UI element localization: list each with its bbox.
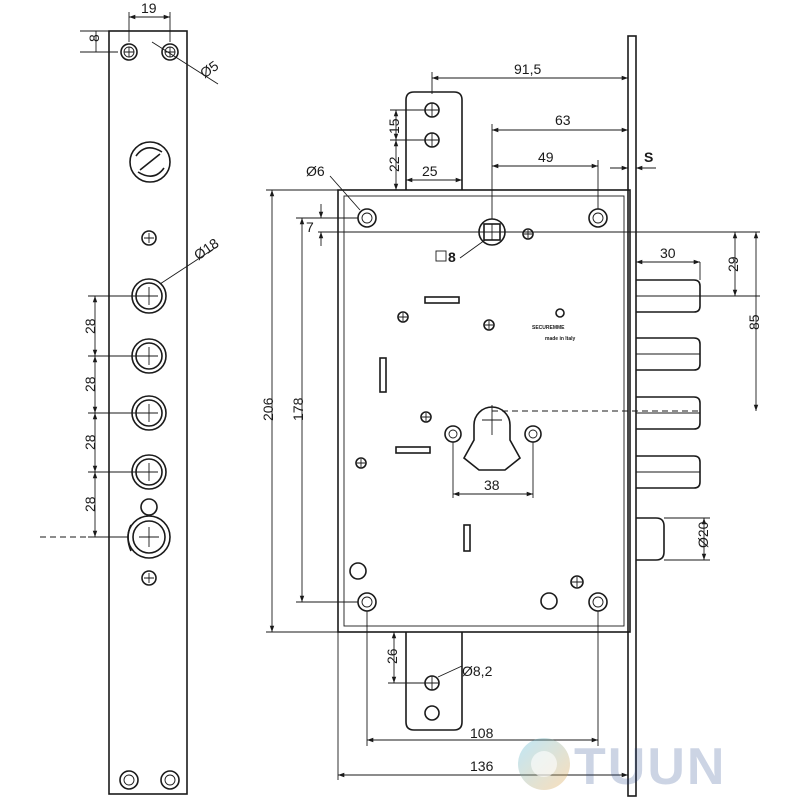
- case-screw: [588, 208, 608, 228]
- deadbolt: [636, 396, 701, 430]
- deadbolt: [636, 279, 701, 313]
- top-tab: [405, 91, 463, 190]
- deadbolt: [636, 455, 701, 489]
- dim-top-offset: 8: [86, 34, 102, 42]
- brand-logo-icon: [129, 141, 171, 183]
- dim-height-206: 206: [260, 397, 276, 421]
- watermark: TUUN: [518, 738, 726, 796]
- case-screw: [357, 592, 377, 612]
- latch-hole: [127, 498, 171, 559]
- svg-text:made in Italy: made in Italy: [545, 336, 576, 342]
- case-screw: [588, 592, 608, 612]
- latch-bolt: [636, 517, 665, 561]
- small-screw-icon: [397, 311, 409, 323]
- small-screw-icon: [420, 411, 432, 423]
- dim-height-178: 178: [290, 397, 306, 421]
- brand-mark: SECUREMME made in Italy: [532, 308, 576, 342]
- faceplate-top-holes: [120, 43, 179, 61]
- dim-tab-22: 22: [386, 156, 402, 172]
- dim-bolt-spacing: 28: [82, 496, 98, 512]
- dim-bolt-spacing: 28: [82, 434, 98, 450]
- dim-spindle-square: 8: [448, 249, 456, 265]
- cylinder-opening: [444, 405, 542, 471]
- faceplate-screw-bottom: [141, 570, 157, 586]
- dim-bolt-spacing: 28: [82, 376, 98, 392]
- small-screw-icon: [483, 319, 495, 331]
- dim-108: 108: [470, 725, 494, 741]
- dim-26: 26: [384, 648, 400, 664]
- dim-hole-spacing: 19: [141, 0, 157, 16]
- dim-screw-dia: Ø6: [306, 163, 325, 179]
- dim-hole-82: Ø8,2: [462, 663, 493, 679]
- dim-tab-15: 15: [386, 118, 402, 134]
- dim-7: 7: [306, 219, 314, 235]
- small-screw-icon: [355, 457, 367, 469]
- bottom-tab: [405, 632, 463, 731]
- faceplate-outline: [108, 30, 188, 795]
- case-outer: [337, 189, 631, 633]
- dim-backset: 49: [538, 149, 554, 165]
- dim-s: S: [644, 149, 653, 165]
- dim-hole-dia: Ø5: [197, 57, 222, 81]
- square-icon: [435, 250, 447, 262]
- dim-tab-25: 25: [422, 163, 438, 179]
- watermark-text: TUUN: [574, 738, 726, 796]
- deadbolt: [636, 337, 701, 371]
- dim-to-spindle: 63: [555, 112, 571, 128]
- dim-latch-dia: Ø20: [695, 521, 711, 548]
- dim-85: 85: [746, 314, 762, 330]
- faceplate-bottom-holes: [119, 770, 180, 790]
- dim-cylinder: 38: [484, 477, 500, 493]
- case-screw: [357, 208, 377, 228]
- dim-136: 136: [470, 758, 494, 774]
- dim-total-depth: 91,5: [514, 61, 541, 77]
- lock-case: SECUREMME made in Italy: [260, 35, 762, 797]
- bolt-spacing-dims: 28 28 28 28: [82, 295, 140, 538]
- faceplate-screw-top: [141, 230, 157, 246]
- fore-plate: [627, 35, 637, 797]
- small-screw-icon: [570, 575, 584, 589]
- dim-29: 29: [725, 256, 741, 272]
- small-screw-icon: [522, 228, 534, 240]
- dim-bolt-len: 30: [660, 245, 676, 261]
- faceplate: 19 8 Ø5: [40, 0, 222, 795]
- dim-bolt-dia: Ø18: [191, 235, 222, 263]
- dim-bolt-spacing: 28: [82, 318, 98, 334]
- svg-text:SECUREMME: SECUREMME: [532, 325, 565, 331]
